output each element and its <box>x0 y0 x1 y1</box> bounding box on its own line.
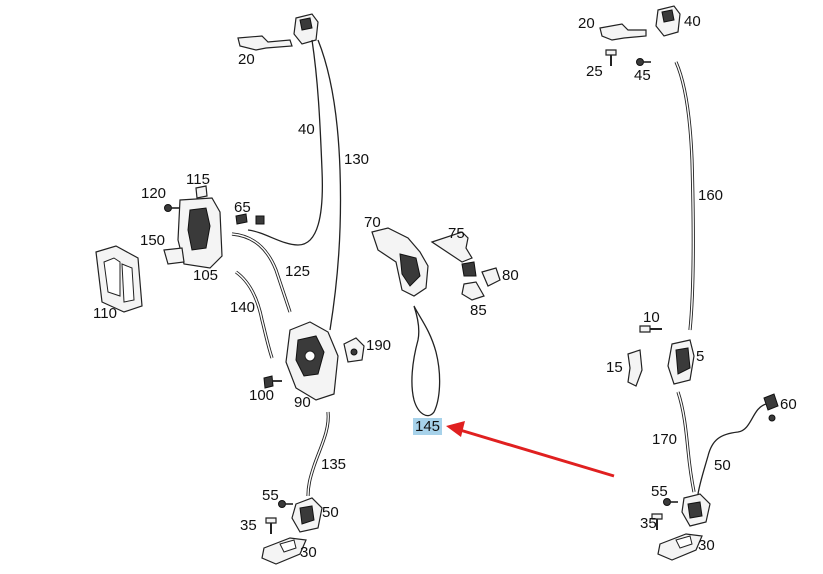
callout-35-right: 35 <box>640 515 657 532</box>
callout-25: 25 <box>586 63 603 80</box>
part-20-bracket-left <box>237 35 293 51</box>
cable-40-130-left <box>247 39 342 331</box>
callout-15: 15 <box>606 359 623 376</box>
callout-45: 45 <box>634 67 651 84</box>
part-190-actuator <box>343 337 365 363</box>
cable-160 <box>674 61 695 331</box>
callout-50-right: 50 <box>714 457 731 474</box>
part-55-screw-right <box>663 498 678 506</box>
callout-190: 190 <box>366 337 392 354</box>
part-85-seal <box>461 281 485 301</box>
callout-35-left: 35 <box>240 517 257 534</box>
callout-160: 160 <box>698 187 724 204</box>
part-70-handle-carrier <box>371 227 429 297</box>
callout-30-left: 30 <box>300 544 317 561</box>
callout-70: 70 <box>364 214 381 231</box>
part-25-screw <box>605 49 617 66</box>
cable-170 <box>676 391 696 493</box>
part-55-screw-left <box>278 500 293 508</box>
part-40-lock-upper-left <box>293 13 319 45</box>
callout-40-right: 40 <box>684 13 701 30</box>
callout-20-right: 20 <box>578 15 595 32</box>
callout-60: 60 <box>780 396 797 413</box>
pointer-arrow <box>446 421 615 478</box>
part-65-connector <box>235 213 265 225</box>
callout-90: 90 <box>294 394 311 411</box>
part-50-lock-lower-left <box>291 497 323 533</box>
part-20-bracket-right <box>599 23 647 41</box>
part-120-screw <box>164 204 180 212</box>
callout-115: 115 <box>186 171 210 188</box>
part-90-door-lock <box>285 321 339 401</box>
callout-55-right: 55 <box>651 483 668 500</box>
callout-140: 140 <box>230 299 256 316</box>
callout-145-highlighted: 145 <box>413 418 443 435</box>
part-10-bolt <box>639 325 662 333</box>
part-105-handle-frame <box>177 197 223 269</box>
part-50-lock-lower-right <box>681 493 711 527</box>
part-150-insert <box>163 247 185 265</box>
callout-105: 105 <box>193 267 219 284</box>
callout-20-left: 20 <box>238 51 255 68</box>
callout-40-left: 40 <box>298 121 315 138</box>
callout-135: 135 <box>321 456 347 473</box>
part-100-bolt <box>263 375 282 389</box>
callout-150: 150 <box>140 232 166 249</box>
callout-85: 85 <box>470 302 487 319</box>
callout-50-left: 50 <box>322 504 339 521</box>
callout-10: 10 <box>643 309 660 326</box>
part-30-striker-right <box>657 533 703 561</box>
callout-55-left: 55 <box>262 487 279 504</box>
callout-65: 65 <box>234 199 251 216</box>
callout-120: 120 <box>141 185 167 202</box>
callout-80: 80 <box>502 267 519 284</box>
cable-50-right <box>697 403 767 495</box>
part-45-screw <box>636 58 651 66</box>
part-35-bolt-left <box>265 517 277 534</box>
part-15-bracket <box>627 349 643 387</box>
cable-135 <box>306 411 330 497</box>
callout-110: 110 <box>93 305 117 322</box>
callout-75: 75 <box>448 225 465 242</box>
part-30-striker-left <box>261 537 307 565</box>
part-5-handle-carrier-right <box>667 339 695 385</box>
callout-125: 125 <box>285 263 311 280</box>
part-60-connector <box>763 393 779 422</box>
callout-30-right: 30 <box>698 537 715 554</box>
callout-130: 130 <box>344 151 370 168</box>
callout-170: 170 <box>652 431 678 448</box>
part-115-clip <box>195 185 208 199</box>
part-40-lock-upper-right <box>655 5 681 37</box>
part-35-bolt-right <box>651 513 663 530</box>
part-110-bezel <box>95 245 143 313</box>
cable-145 <box>411 305 441 417</box>
callout-5: 5 <box>696 348 705 365</box>
part-75-outer-handle <box>430 231 473 263</box>
cable-140 <box>235 270 274 359</box>
callout-100: 100 <box>249 387 275 404</box>
cable-125 <box>231 232 292 313</box>
part-80-lock-cylinder <box>461 261 501 287</box>
